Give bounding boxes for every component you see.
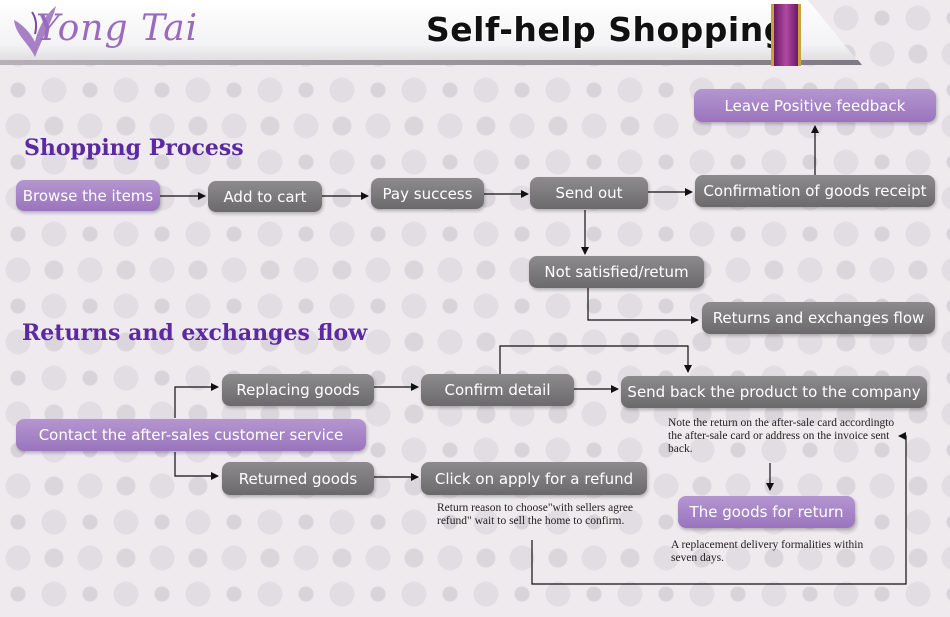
node-pay-success: Pay success <box>371 178 484 209</box>
section-title-shopping: Shopping Process <box>24 135 244 161</box>
section-title-returns: Returns and exchanges flow <box>22 320 368 346</box>
note-refund-reason: Return reason to choose"with sellers agr… <box>437 502 633 527</box>
logo-butterfly-icon <box>14 6 56 57</box>
header-banner: Yong Tai Self-help Shopping <box>0 0 950 66</box>
node-returns-exchanges-flow: Returns and exchanges flow <box>702 302 935 334</box>
arrow-contact-to-returned <box>174 452 219 480</box>
node-returned-goods: Returned goods <box>222 462 374 495</box>
node-send-back-product: Send back the product to the company <box>621 376 927 408</box>
node-replacing-goods: Replacing goods <box>222 374 374 406</box>
node-goods-for-return: The goods for return <box>678 496 855 528</box>
node-browse-items: Browse the items <box>16 180 160 211</box>
arrow-confirm-loop <box>499 345 692 374</box>
node-leave-feedback: Leave Positive feedback <box>694 89 936 122</box>
decorative-ribbon <box>771 4 801 66</box>
arrow-contact-to-replacing <box>174 383 219 418</box>
arrow-unsatisfied-to-returns <box>587 288 699 324</box>
note-after-sale-card: Note the return on the after-sale card a… <box>668 417 895 455</box>
node-confirmation-receipt: Confirmation of goods receipt <box>695 175 935 207</box>
node-confirm-detail: Confirm detail <box>421 374 574 406</box>
node-contact-after-sales: Contact the after-sales customer service <box>16 419 366 451</box>
node-add-to-cart: Add to cart <box>208 181 322 212</box>
page-title: Self-help Shopping <box>426 10 788 49</box>
arrow-refund-loop <box>531 432 907 585</box>
banner-edge <box>0 60 862 65</box>
banner-background <box>0 0 860 64</box>
brand-logo: Yong Tai <box>36 8 199 49</box>
node-not-satisfied: Not satisfied/retum <box>529 256 704 288</box>
note-replacement: A replacement delivery formalities withi… <box>671 539 864 564</box>
node-apply-refund: Click on apply for a refund <box>421 462 647 495</box>
node-send-out: Send out <box>530 177 648 209</box>
